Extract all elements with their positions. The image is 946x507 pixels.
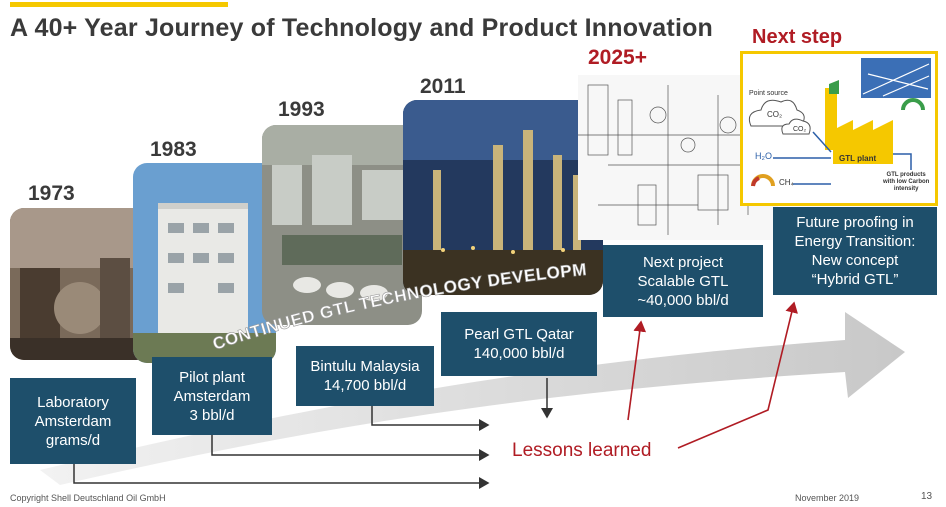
- page-number: 13: [921, 491, 933, 502]
- footer-copyright: Copyright Shell Deutschland Oil GmbH: [10, 493, 166, 503]
- year-2025: 2025+: [588, 46, 647, 69]
- page-title: A 40+ Year Journey of Technology and Pro…: [10, 14, 714, 42]
- lessons-learned-label: Lessons learned: [512, 440, 652, 461]
- technology-development-banner: CONTINUED GTL TECHNOLOGY DEVELOPMENT: [200, 255, 588, 354]
- co2-label-2: CO₂: [793, 126, 807, 133]
- photo-pilot-plant: [133, 163, 276, 363]
- year-1983: 1983: [150, 138, 197, 161]
- photo-laboratory: [10, 208, 150, 360]
- title-accent-bar: [10, 2, 228, 7]
- h2o-label: H₂O: [755, 151, 772, 161]
- year-2011: 2011: [420, 75, 466, 98]
- footer-date: November 2019: [795, 493, 860, 503]
- point-source-label: Point source: [749, 90, 788, 97]
- year-1973: 1973: [28, 182, 75, 205]
- photo-pearl-gtl: [403, 100, 603, 295]
- ch4-label: CH₄: [779, 178, 794, 187]
- next-step-title: Next step: [752, 26, 843, 48]
- year-1993: 1993: [278, 98, 325, 121]
- hybrid-gtl-diagram: Point source CO₂ CO₂ H₂O CH₄ GTL plant G…: [740, 51, 938, 206]
- photo-bintulu: [262, 125, 422, 325]
- co2-label-1: CO₂: [767, 110, 783, 119]
- gtl-plant-label: GTL plant: [839, 154, 877, 163]
